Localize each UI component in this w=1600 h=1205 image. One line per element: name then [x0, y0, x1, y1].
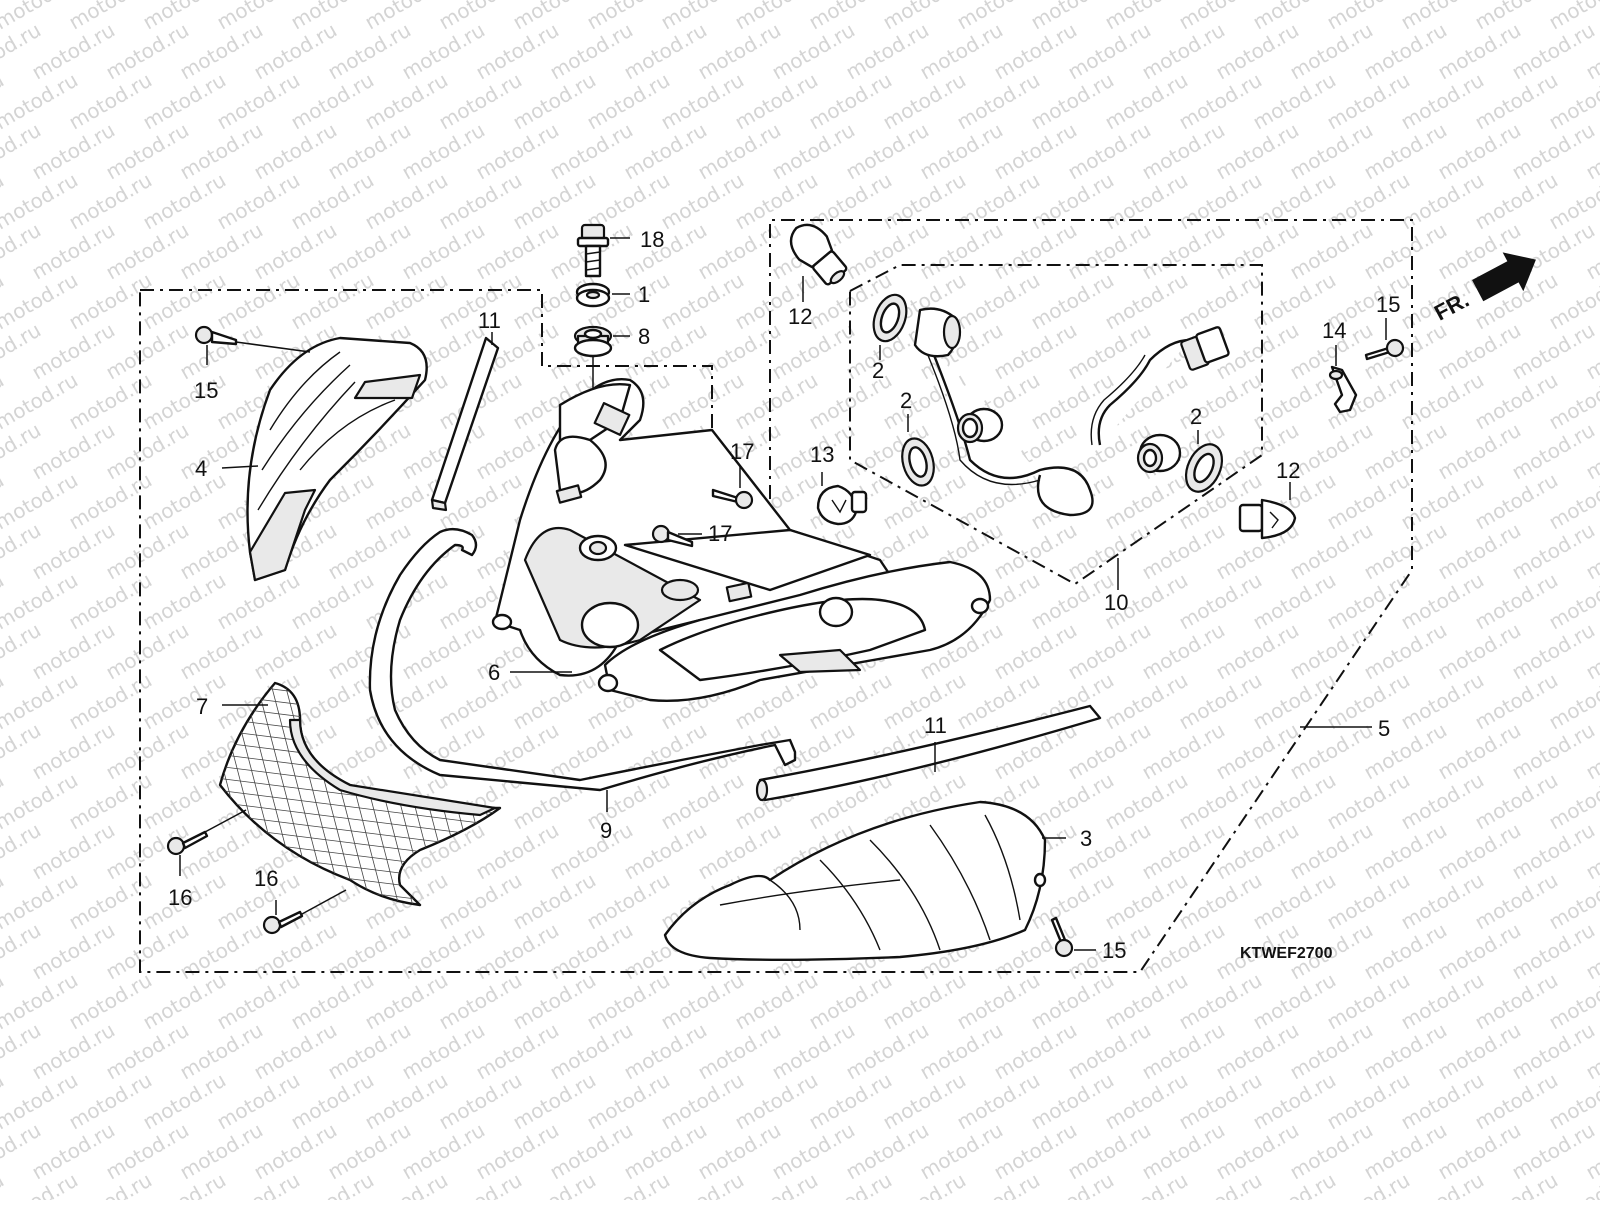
socket-upper	[915, 309, 960, 357]
socket-right	[1138, 435, 1180, 472]
callout-11-left: 11	[478, 308, 501, 333]
watermark-text: motod.ru	[0, 1168, 8, 1200]
callout-2-middle: 2	[900, 388, 912, 413]
callout-4: 4	[195, 456, 207, 481]
callout-7: 7	[196, 694, 208, 719]
collar-1	[577, 284, 609, 306]
callout-5: 5	[1378, 716, 1390, 741]
callout-10: 10	[1104, 590, 1128, 615]
callout-1: 1	[638, 282, 650, 307]
callout-18: 18	[640, 227, 664, 252]
bulb-13	[818, 486, 866, 524]
callout-6: 6	[488, 660, 500, 685]
callout-15-lower: 15	[1102, 938, 1126, 963]
callout-13: 13	[810, 442, 834, 467]
callout-11-lower: 11	[924, 713, 947, 738]
callout-15-left: 15	[194, 378, 218, 403]
grommet-8	[575, 327, 611, 356]
callout-3: 3	[1080, 826, 1092, 851]
callout-2-right: 2	[1190, 404, 1202, 429]
callout-12-upper: 12	[788, 304, 812, 329]
callout-17-upper: 17	[730, 439, 754, 464]
callout-2-upper: 2	[872, 358, 884, 383]
callout-9: 9	[600, 818, 612, 843]
callout-15-right: 15	[1376, 292, 1400, 317]
callout-12-lower: 12	[1276, 458, 1300, 483]
callout-16-lower: 16	[254, 866, 278, 891]
figure-code: KTWEF2700	[1240, 945, 1333, 962]
callout-17-lower: 17	[708, 521, 732, 546]
callout-14: 14	[1322, 318, 1346, 343]
callout-8: 8	[638, 324, 650, 349]
callout-16-left: 16	[168, 885, 192, 910]
